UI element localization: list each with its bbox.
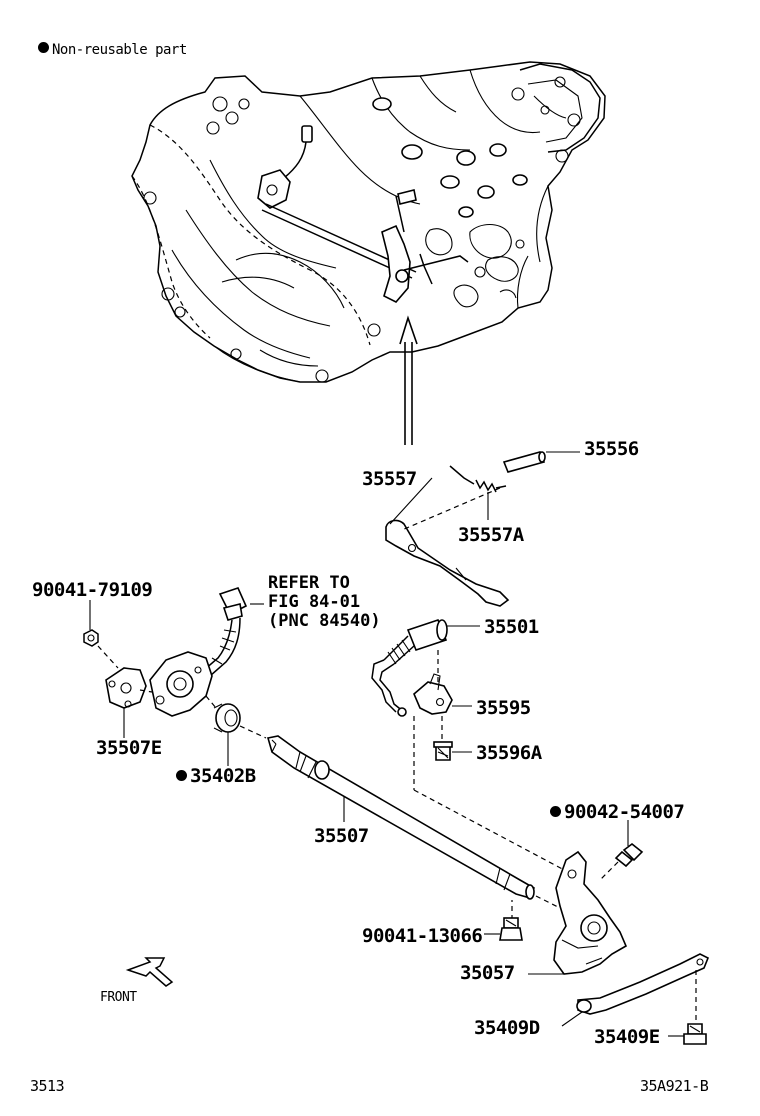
label-90042-54007: 90042-54007	[550, 801, 685, 823]
refer-note: REFER TO FIG 84-01 (PNC 84540)	[268, 574, 381, 631]
part-35501-parking-rod	[371, 619, 448, 717]
label-35507: 35507	[314, 825, 369, 847]
label-35556: 35556	[584, 438, 639, 460]
part-35595-bracket	[413, 673, 453, 715]
label-90042-54007-text: 90042-54007	[564, 801, 685, 823]
part-35557A-spring	[449, 465, 507, 493]
refer-line-2: FIG 84-01	[268, 592, 361, 612]
label-90041-13066: 90041-13066	[362, 925, 483, 947]
neutral-start-switch	[149, 587, 248, 717]
label-35409E: 35409E	[594, 1026, 660, 1048]
label-35507E: 35507E	[96, 737, 162, 759]
front-arrow-icon	[125, 957, 174, 987]
label-35557: 35557	[362, 468, 417, 490]
label-35596A: 35596A	[476, 742, 542, 764]
part-90041-79109-nut	[83, 629, 99, 647]
leader-lines	[89, 451, 684, 1037]
assembly-arrow	[399, 315, 418, 445]
part-35596A-bolt	[433, 741, 453, 761]
legend-text: Non-reusable part	[52, 42, 187, 58]
figure-number: 3513	[30, 1077, 65, 1095]
label-35402B-text: 35402B	[190, 765, 256, 787]
part-35409D-link	[576, 953, 710, 1015]
illustration-code: 35A921-B	[640, 1077, 709, 1095]
non-reusable-dot-icon	[38, 42, 49, 53]
label-35409D: 35409D	[474, 1017, 540, 1039]
part-35556-pin	[502, 451, 546, 473]
part-35402B-oil-seal	[213, 703, 241, 733]
part-35057-manual-lever	[553, 850, 628, 975]
non-reusable-dot-icon	[176, 770, 187, 781]
label-35057: 35057	[460, 962, 515, 984]
part-35507-manual-shaft	[266, 735, 536, 900]
label-90041-79109: 90041-79109	[32, 579, 153, 601]
front-label: FRONT	[100, 990, 137, 1005]
label-35557A: 35557A	[458, 524, 524, 546]
refer-line-3: (PNC 84540)	[268, 611, 381, 631]
part-35409E-bolt	[683, 1023, 707, 1045]
transmission-housing	[131, 61, 606, 383]
part-90041-13066-nut	[499, 917, 523, 941]
legend: Non-reusable part	[38, 40, 187, 60]
label-35402B: 35402B	[176, 766, 256, 786]
non-reusable-dot-icon	[550, 806, 561, 817]
part-90042-54007-pin	[614, 842, 644, 868]
label-35501: 35501	[484, 616, 539, 638]
part-35507E-lock-plate	[105, 667, 147, 709]
refer-line-1: REFER TO	[268, 573, 350, 593]
label-35595: 35595	[476, 697, 531, 719]
part-35557-detent-spring	[385, 519, 510, 607]
